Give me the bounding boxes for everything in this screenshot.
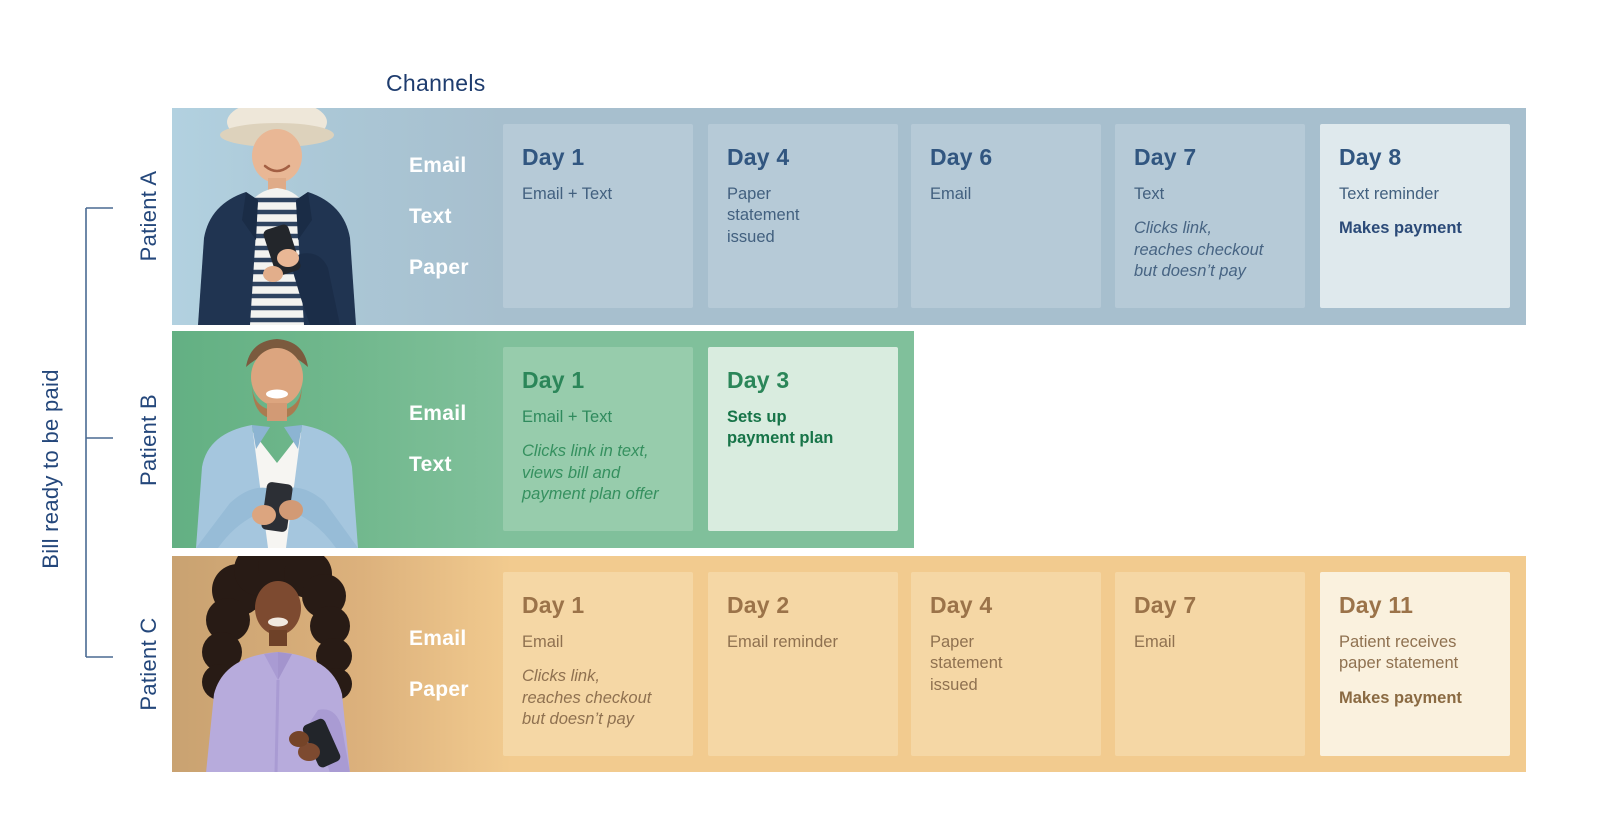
day-heading: Day 1 [522,144,585,170]
card-note: Email [930,185,972,203]
patient-c-day-7-card: Day 7 Email [1115,572,1305,756]
card-note: Patient receives paper statement [1339,633,1459,673]
day-heading: Day 6 [930,144,993,170]
card-note: Email reminder [727,633,838,651]
patient-c-row: Email Paper Day 1 Email Clicks link, rea… [172,556,1526,772]
patient-a-day-1-card: Day 1 Email + Text [503,124,693,308]
patient-c-channels: Email Paper [409,556,529,772]
patient-b-channels: Email Text [409,331,529,548]
patient-c-photo [202,556,352,772]
patient-a-row: Email Text Paper Day 1 Email + Text Day … [172,108,1526,325]
day-heading: Day 1 [522,367,585,393]
channel-paper-label: Paper [409,255,469,279]
card-detail: Clicks link in text, views bill and paym… [522,442,659,504]
patient-b-day-1-card: Day 1 Email + Text Clicks link in text, … [503,347,693,531]
channel-email-label: Email [409,153,467,177]
patient-c-day-11-card: Day 11 Patient receives paper statement … [1320,572,1510,756]
card-note: Paper statement issued [727,185,800,246]
card-action: Makes payment [1339,688,1462,707]
card-detail: Clicks link, reaches checkout but doesn’… [1134,219,1264,281]
day-heading: Day 3 [727,367,790,393]
patient-a-day-4-card: Day 4 Paper statement issued [708,124,898,308]
channel-text-label: Text [409,204,452,228]
card-note: Email + Text [522,408,613,426]
channel-paper-label: Paper [409,677,469,701]
patient-a-day-7-card: Day 7 Text Clicks link, reaches checkout… [1115,124,1305,308]
channels-title: Channels [386,70,486,96]
patient-c-day-1-card: Day 1 Email Clicks link, reaches checkou… [503,572,693,756]
patient-a-day-8-card: Day 8 Text reminder Makes payment [1320,124,1510,308]
card-note: Text [1134,185,1165,203]
patient-b-photo [196,339,358,548]
card-action: Sets up payment plan [727,408,834,448]
card-action: Makes payment [1339,219,1462,238]
card-note: Email [522,633,564,651]
patient-a-photo [198,108,356,325]
patient-c-label: Patient C [136,617,161,711]
day-heading: Day 1 [522,592,585,618]
patient-a-day-6-card: Day 6 Email [911,124,1101,308]
day-heading: Day 11 [1339,592,1414,618]
patient-b-row: Email Text Day 1 Email + Text Clicks lin… [172,331,914,548]
card-note: Text reminder [1339,185,1439,203]
card-detail: Clicks link, reaches checkout but doesn’… [522,667,652,729]
card-note: Email + Text [522,185,613,203]
channel-email-label: Email [409,626,467,650]
card-note: Email [1134,633,1176,651]
patient-c-day-2-card: Day 2 Email reminder [708,572,898,756]
day-heading: Day 4 [930,592,993,618]
day-heading: Day 2 [727,592,790,618]
patient-a-channels: Email Text Paper [409,108,529,325]
day-heading: Day 7 [1134,592,1197,618]
patient-b-day-3-card: Day 3 Sets up payment plan [708,347,898,531]
day-heading: Day 7 [1134,144,1197,170]
patient-b-label: Patient B [136,394,161,486]
grouping-bracket [85,207,113,658]
day-heading: Day 4 [727,144,790,170]
card-note: Paper statement issued [930,633,1003,694]
patient-a-label: Patient A [136,170,161,262]
patient-c-day-4-card: Day 4 Paper statement issued [911,572,1101,756]
channel-email-label: Email [409,402,467,425]
channel-text-label: Text [409,453,452,476]
day-heading: Day 8 [1339,144,1402,170]
